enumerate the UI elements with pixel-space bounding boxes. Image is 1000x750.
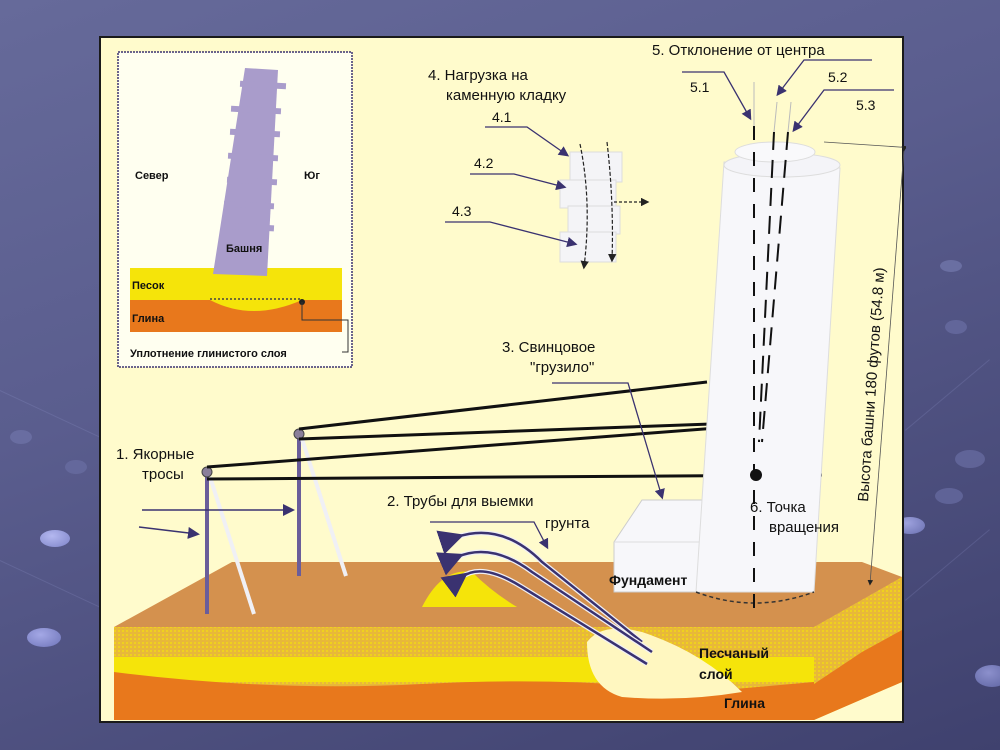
inset-clay-label: Глина xyxy=(132,313,165,325)
deviation-line-5-2 xyxy=(758,131,775,443)
decor-dot xyxy=(940,260,962,272)
masonry-block-3 xyxy=(567,205,621,235)
leader-5-3 xyxy=(792,89,894,133)
decor-dot xyxy=(935,488,963,504)
anchor-cables-label-2: тросы xyxy=(142,466,184,483)
decor-line xyxy=(0,560,109,612)
anchor-system xyxy=(138,380,823,615)
decor-line xyxy=(905,529,990,601)
inset-north-label: Север xyxy=(135,170,169,182)
masonry-sub-4-1: 4.1 xyxy=(492,109,512,125)
pipes-label-1: 2. Трубы для выемки xyxy=(387,493,534,510)
decor-dot xyxy=(975,665,1000,687)
masonry-block-1 xyxy=(569,151,623,183)
sand-layer-label-1: Песчаный xyxy=(699,645,769,661)
inset-compaction-bulge xyxy=(210,300,302,311)
load-arrow-1 xyxy=(579,143,589,270)
masonry-blocks xyxy=(559,141,650,270)
height-label: Высота башни 180 футов (54.8 м) xyxy=(855,267,888,502)
decor-dot xyxy=(945,320,967,334)
clay-label: Глина xyxy=(724,695,765,711)
inset-tower-label: Башня xyxy=(226,243,262,255)
decor-dot xyxy=(40,530,70,547)
force-arrow-2 xyxy=(138,526,200,539)
excavation-pipes xyxy=(435,530,654,667)
rotation-point-label-1: 6. Точка xyxy=(750,499,806,516)
pulley-1 xyxy=(201,466,213,478)
leader-2 xyxy=(430,521,549,550)
pipe-2 xyxy=(435,550,653,654)
pipe-3 xyxy=(440,570,648,666)
leader-4-1 xyxy=(485,126,570,157)
deviation-line-5-2-top xyxy=(773,101,778,133)
inset-south-label: Юг xyxy=(304,170,320,182)
inset-panel: Север Юг Башня Песок Глина Уплотнение гл… xyxy=(117,51,353,368)
deviation-sub-5-1: 5.1 xyxy=(690,79,710,95)
leader-lines xyxy=(430,59,894,550)
masonry-load-label-2: каменную кладку xyxy=(446,87,567,104)
deviation-sub-5-3: 5.3 xyxy=(856,97,876,113)
ground-block xyxy=(114,562,902,720)
excavation-pocket xyxy=(587,628,742,699)
inset-tower xyxy=(213,68,287,276)
anchor-strut-1 xyxy=(208,476,256,615)
inset-sand-label: Песок xyxy=(132,280,165,292)
leader-4-3 xyxy=(445,221,578,248)
leader-5-2 xyxy=(776,59,872,97)
decor-dot xyxy=(10,430,32,444)
decor-dot xyxy=(955,450,985,468)
inset-compaction-label: Уплотнение глинистого слоя xyxy=(130,348,287,360)
sand-layer-label-2: слой xyxy=(699,666,733,682)
pipes-label-2: грунта xyxy=(545,515,590,532)
rotation-point-label-2: вращения xyxy=(769,519,839,536)
masonry-sub-4-2: 4.2 xyxy=(474,155,494,171)
deviation-line-5-3 xyxy=(761,131,789,443)
decor-dot xyxy=(27,628,61,647)
masonry-block-2 xyxy=(559,179,617,209)
deviation-line-5-3-top xyxy=(787,101,792,133)
pipe-1 xyxy=(436,530,643,643)
lead-weight-label-2: "грузило" xyxy=(530,359,594,376)
tower xyxy=(613,82,841,610)
inset-clay-layer xyxy=(130,300,342,332)
deviation-label: 5. Отклонение от центра xyxy=(652,42,825,59)
ground-side-clay xyxy=(814,630,902,720)
rotation-point-dot xyxy=(750,469,762,481)
anchor-strut-2 xyxy=(300,438,348,577)
height-arrow xyxy=(867,145,906,586)
masonry-block-4 xyxy=(559,231,617,263)
foundation-label: Фундамент xyxy=(609,572,687,588)
masonry-sub-4-3: 4.3 xyxy=(452,203,472,219)
slide-panel: Север Юг Башня Песок Глина Уплотнение гл… xyxy=(99,36,906,723)
height-top-line xyxy=(823,141,906,148)
lead-weight-label-1: 3. Свинцовое xyxy=(502,339,595,356)
leader-5-1 xyxy=(682,71,752,121)
anchor-cables-label-1: 1. Якорные xyxy=(116,446,194,463)
deviation-sub-5-2: 5.2 xyxy=(828,69,848,85)
load-arrow-2 xyxy=(606,141,617,263)
leader-4-2 xyxy=(470,173,567,191)
masonry-load-label-1: 4. Нагрузка на xyxy=(428,67,529,84)
front-clay-layer xyxy=(114,672,814,720)
tower-top-upper xyxy=(734,141,816,163)
leader-3 xyxy=(552,382,665,500)
cable-3 xyxy=(298,380,708,431)
inset-leader-line xyxy=(301,302,349,353)
pisa-tower-diagram: Север Юг Башня Песок Глина Уплотнение гл… xyxy=(114,42,906,720)
decor-dot xyxy=(65,460,87,474)
decor-line xyxy=(905,359,990,431)
